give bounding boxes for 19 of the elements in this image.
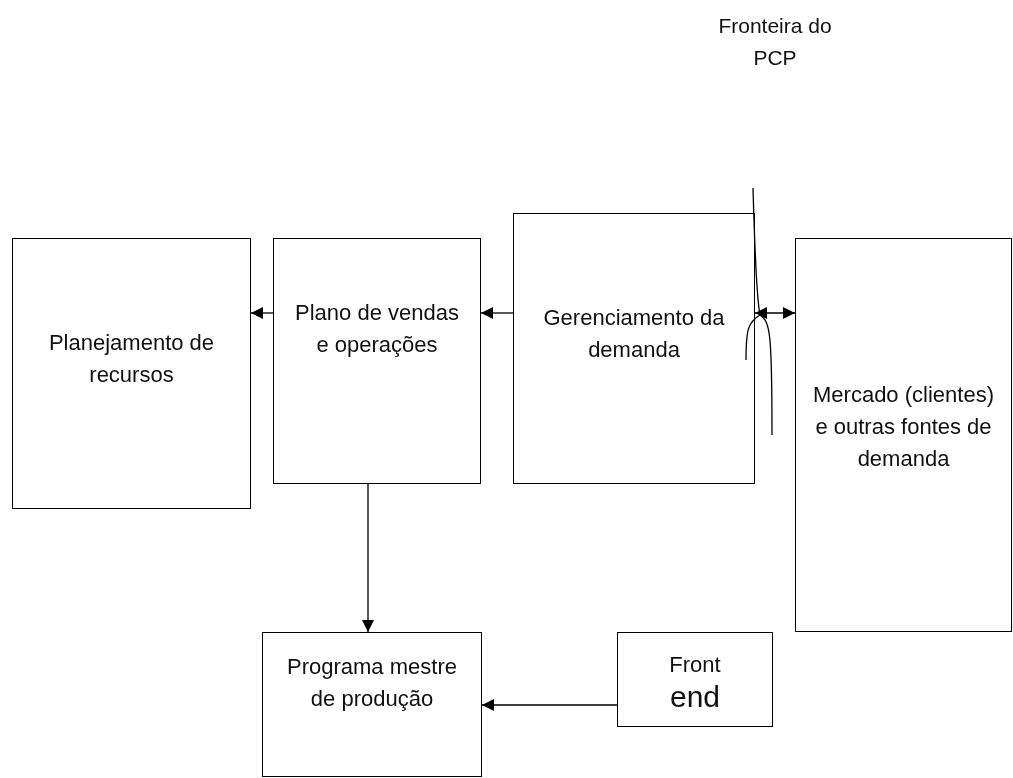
arrow — [481, 699, 618, 711]
process-box — [12, 238, 251, 509]
arrow — [480, 307, 514, 319]
process-box — [273, 238, 481, 484]
process-box — [262, 632, 482, 777]
box-label: end — [668, 681, 722, 713]
box-label: Mercado (clientes) e outras fontes de demanda — [812, 381, 995, 473]
box-label: Plano de vendas e operações — [294, 299, 460, 359]
box-label: Programa mestre de produção — [286, 653, 458, 713]
box-label: Front — [668, 651, 722, 679]
boundary-label: Fronteira do PCP — [717, 13, 833, 71]
box-label: Planejamento de recursos — [47, 329, 216, 389]
arrow — [362, 483, 374, 633]
arrow — [754, 307, 796, 319]
box-label: Gerenciamento da demanda — [542, 304, 726, 364]
process-box — [795, 238, 1012, 632]
process-box — [617, 632, 773, 727]
process-box — [513, 213, 755, 484]
arrow — [250, 307, 274, 319]
